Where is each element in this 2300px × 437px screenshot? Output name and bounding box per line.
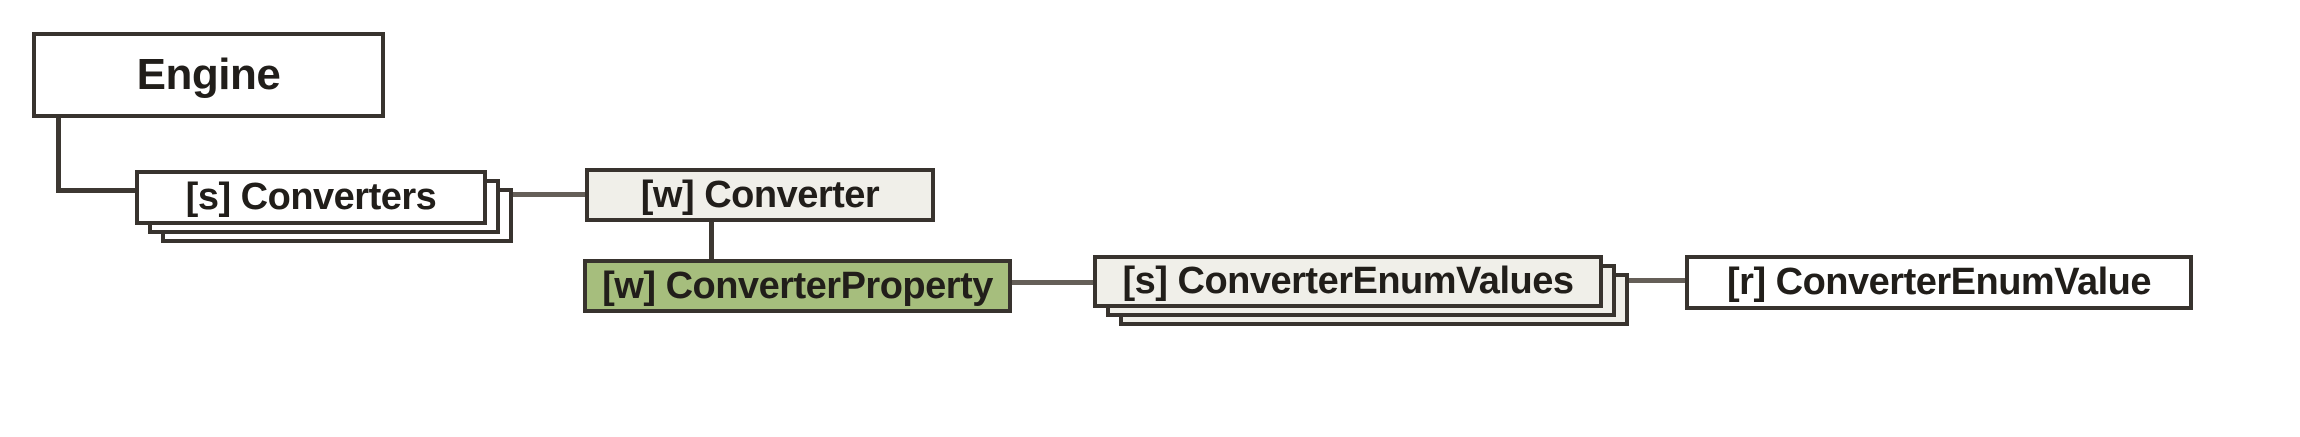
connector-converters-converter — [513, 192, 585, 197]
connector-engine-converters-vertical — [56, 116, 61, 193]
connector-enumvalues-enumvalue — [1627, 278, 1685, 283]
node-engine[interactable]: Engine — [32, 32, 385, 118]
node-converters-stack: [s] Converters — [135, 170, 513, 243]
node-converter-enum-value[interactable]: [r] ConverterEnumValue — [1685, 255, 2193, 310]
node-converter-property-highlighted[interactable]: [w] ConverterProperty — [583, 259, 1012, 313]
node-converters[interactable]: [s] Converters — [135, 170, 487, 225]
connector-engine-converters-horizontal — [56, 188, 135, 193]
node-converter[interactable]: [w] Converter — [585, 168, 935, 222]
connector-converterproperty-enumvalues — [1012, 280, 1093, 285]
node-converter-enum-values[interactable]: [s] ConverterEnumValues — [1093, 255, 1603, 308]
connector-converter-converterproperty — [709, 222, 714, 259]
node-converter-enum-values-stack: [s] ConverterEnumValues — [1093, 255, 1629, 326]
